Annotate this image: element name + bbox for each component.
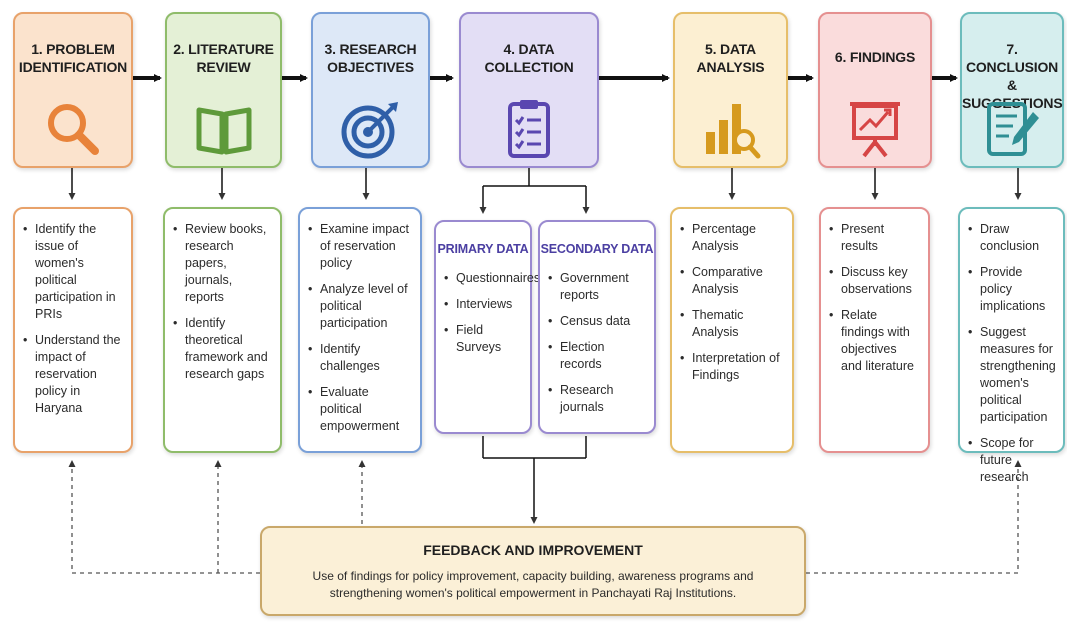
list-item: Interviews [444,296,522,313]
feedback-box: FEEDBACK AND IMPROVEMENT Use of findings… [260,526,806,616]
list-item: Comparative Analysis [680,264,784,298]
list-item: Understand the impact of reservation pol… [23,332,123,417]
list-item: Government reports [548,270,646,304]
step-6-details: Present resultsDiscuss key observationsR… [819,207,930,453]
primary-data-title: PRIMARY DATA [437,242,529,256]
step-5-details: Percentage AnalysisComparative AnalysisT… [670,207,794,453]
step-3-box: 3. RESEARCH OBJECTIVES [311,12,430,168]
list-item: Evaluate political empowerment [308,384,412,435]
step-4-title: 4. DATA COLLECTION [484,41,574,75]
step-1-title: 1. PROBLEM IDENTIFICATION [18,41,128,75]
step-4-box: 4. DATA COLLECTION [459,12,599,168]
list-item: Discuss key observations [829,264,920,298]
list-item: Analyze level of political participation [308,281,412,332]
list-item: Census data [548,313,646,330]
step-1-details: Identify the issue of women's political … [13,207,133,453]
step-1-box: 1. PROBLEM IDENTIFICATION [13,12,133,168]
step-2-details: Review books, research papers, journals,… [163,207,282,453]
step-2-box: 2. LITERATURE REVIEW [165,12,282,168]
step-3-details: Examine impact of reservation policyAnal… [298,207,422,453]
list-item: Scope for future research [968,435,1055,486]
step-6-title: 6. FINDINGS [834,49,916,65]
open-book-icon [167,96,280,162]
list-item: Relate findings with objectives and lite… [829,307,920,375]
list-item: Present results [829,221,920,255]
bar-chart-magnifier-icon [675,96,786,162]
step-7-box: 7. CONCLUSION & SUGGESTIONS [960,12,1064,168]
step-6-box: 6. FINDINGS [818,12,932,168]
step-3-title: 3. RESEARCH OBJECTIVES [324,41,417,75]
list-item: Thematic Analysis [680,307,784,341]
step-5-box: 5. DATA ANALYSIS [673,12,788,168]
list-item: Interpretation of Findings [680,350,784,384]
feedback-text: Use of findings for policy improvement, … [312,569,754,600]
list-item: Review books, research papers, journals,… [173,221,272,306]
list-item: Research journals [548,382,646,416]
target-icon [313,96,428,162]
list-item: Percentage Analysis [680,221,784,255]
presentation-board-icon [820,96,930,162]
list-item: Identify the issue of women's political … [23,221,123,323]
secondary-data-title: SECONDARY DATA [540,242,654,256]
list-item: Draw conclusion [968,221,1055,255]
list-item: Identify theoretical framework and resea… [173,315,272,383]
list-item: Field Surveys [444,322,522,356]
secondary-data-box: SECONDARY DATA Government reportsCensus … [538,220,656,434]
list-item: Election records [548,339,646,373]
step-7-title: 7. CONCLUSION & SUGGESTIONS [962,41,1063,111]
list-item: Provide policy implications [968,264,1055,315]
document-pen-icon [962,96,1062,162]
primary-data-box: PRIMARY DATA QuestionnairesInterviewsFie… [434,220,540,434]
step-5-title: 5. DATA ANALYSIS [696,41,765,75]
clipboard-checklist-icon [461,96,597,162]
step-7-details: Draw conclusionProvide policy implicatio… [958,207,1065,484]
feedback-title: FEEDBACK AND IMPROVEMENT [423,542,643,558]
list-item: Questionnaires [444,270,540,287]
list-item: Suggest measures for strengthening women… [968,324,1056,426]
step-2-title: 2. LITERATURE REVIEW [173,41,274,75]
magnifier-icon [15,96,131,162]
list-item: Identify challenges [308,341,412,375]
list-item: Examine impact of reservation policy [308,221,412,272]
